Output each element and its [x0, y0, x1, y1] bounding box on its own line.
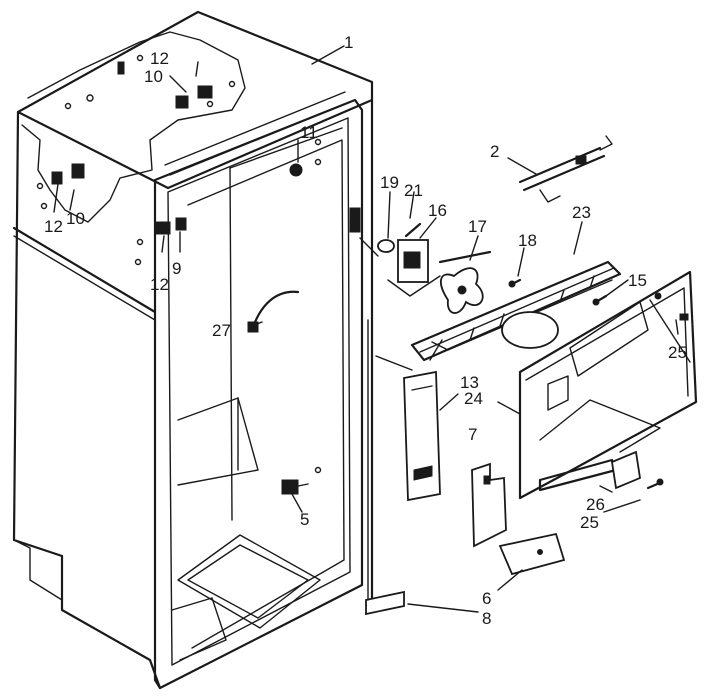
callout-19: 19: [380, 173, 399, 192]
screw-part-25-upper: [679, 313, 689, 321]
screw-part-15: [592, 294, 608, 306]
cabinet-liner: [12, 10, 374, 690]
callout-6: 6: [482, 589, 491, 608]
callout-9: 9: [172, 259, 181, 278]
callout-12-left: 12: [44, 217, 63, 236]
callout-11: 11: [300, 123, 318, 142]
plate-part-26: [611, 450, 641, 490]
callout-13: 13: [460, 373, 479, 392]
callout-5: 5: [300, 510, 309, 529]
callout-26: 26: [586, 495, 605, 514]
callout-21: 21: [404, 181, 423, 200]
strip-part-8: [365, 590, 405, 616]
callout-1: 1: [344, 33, 353, 52]
evaporator-cover-part-24: [518, 270, 698, 500]
callout-18: 18: [518, 231, 537, 250]
callout-17: 17: [468, 217, 487, 236]
tube-part-27: [247, 290, 300, 333]
callout-labels: 1 2 5 6 7 8 9 10 10 11 12 12 12 13 15 16…: [44, 33, 687, 628]
fan-shroud-part-23: [410, 260, 622, 362]
callout-25-lower: 25: [580, 513, 599, 532]
leader-lines: [53, 45, 679, 613]
bracket-part-7: [471, 462, 507, 548]
callout-12-top: 12: [150, 49, 169, 68]
callout-12-mid: 12: [150, 275, 169, 294]
callout-16: 16: [428, 201, 447, 220]
callout-23: 23: [572, 203, 591, 222]
part-5-fitting: [281, 479, 309, 495]
duct-part-13: [403, 370, 441, 502]
callout-25-upper: 25: [668, 343, 687, 362]
callout-2: 2: [490, 142, 499, 161]
screw-part-18: [508, 278, 522, 288]
callout-15: 15: [628, 271, 647, 290]
bracket-part-6: [498, 532, 566, 576]
callout-10-left: 10: [66, 209, 85, 228]
wire-harness-part-2: [518, 135, 613, 203]
screw-part-25-lower: [646, 478, 664, 490]
callout-24: 24: [464, 389, 483, 408]
callout-27: 27: [212, 321, 231, 340]
callout-8: 8: [482, 609, 491, 628]
callout-7: 7: [468, 425, 477, 444]
fan-assembly: [377, 222, 492, 314]
callout-10-top: 10: [144, 67, 163, 86]
